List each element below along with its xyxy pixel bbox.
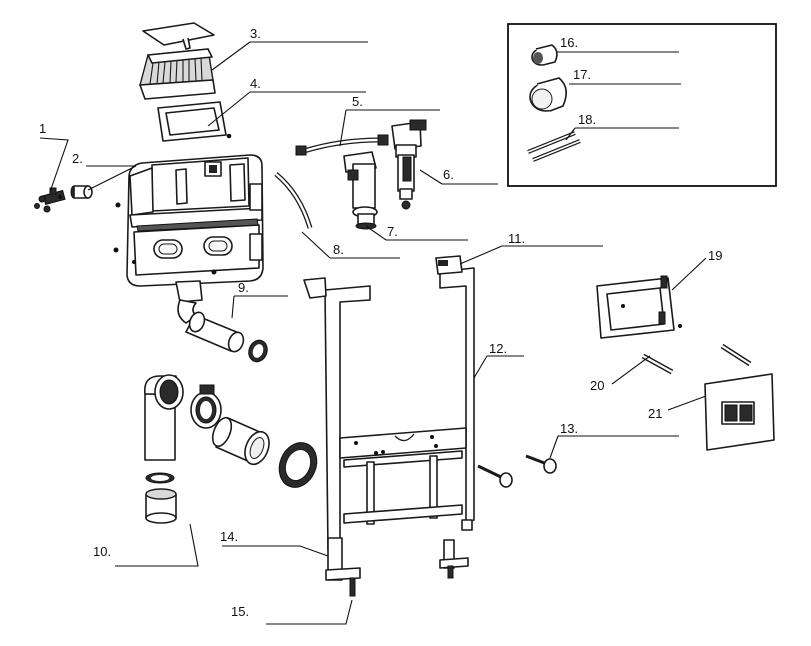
callout-11: 11. <box>508 231 525 246</box>
callout-12: 12. <box>489 341 507 356</box>
part-7-flush-valve <box>343 151 378 230</box>
callout-19: 19 <box>708 248 722 263</box>
callout-21: 21 <box>648 406 662 421</box>
cistern-tank <box>113 154 264 287</box>
callout-18: 18. <box>578 112 596 127</box>
callout-7: 7. <box>387 224 398 239</box>
callout-20: 20 <box>590 378 604 393</box>
callout-10: 10. <box>93 544 111 559</box>
part-17-large-cap <box>529 77 567 112</box>
clamp-ring <box>190 384 222 429</box>
leader-lines <box>39 41 707 625</box>
part-8-lever-rod <box>274 172 313 229</box>
callout-6: 6. <box>443 167 454 182</box>
part-18-rods <box>527 131 581 162</box>
part-9-outlet-pipe <box>175 280 268 363</box>
part-5-hose <box>295 134 389 156</box>
callout-15: 15. <box>231 604 249 619</box>
callout-1: 1 <box>39 121 46 136</box>
callout-labels: 1 2. 3. 4. 5. 6. 7. 8. 9. 10. 11. 12. 13… <box>39 26 722 619</box>
part-13-bolts <box>477 454 557 488</box>
part-3-access-cover <box>139 22 216 100</box>
callout-5: 5. <box>352 94 363 109</box>
callout-13: 13. <box>560 421 578 436</box>
part-21-flush-plate <box>704 373 775 451</box>
callout-4: 4. <box>250 76 261 91</box>
part-2-nut <box>58 185 93 199</box>
callout-14: 14. <box>220 529 238 544</box>
callout-3: 3. <box>250 26 261 41</box>
part-19-mounting-plate <box>596 275 682 339</box>
callout-8: 8. <box>333 242 344 257</box>
part-10-drain-fittings <box>143 374 318 524</box>
part-6-fill-valve <box>391 119 427 210</box>
callout-9: 9. <box>238 280 249 295</box>
callout-16: 16. <box>560 35 578 50</box>
part-20-rods <box>641 343 752 375</box>
part-16-small-cap <box>531 44 558 66</box>
part-4-frame <box>157 101 232 142</box>
callout-2: 2. <box>72 151 83 166</box>
accessories-inset <box>507 23 777 187</box>
support-frame <box>303 255 475 597</box>
callout-17: 17. <box>573 67 591 82</box>
